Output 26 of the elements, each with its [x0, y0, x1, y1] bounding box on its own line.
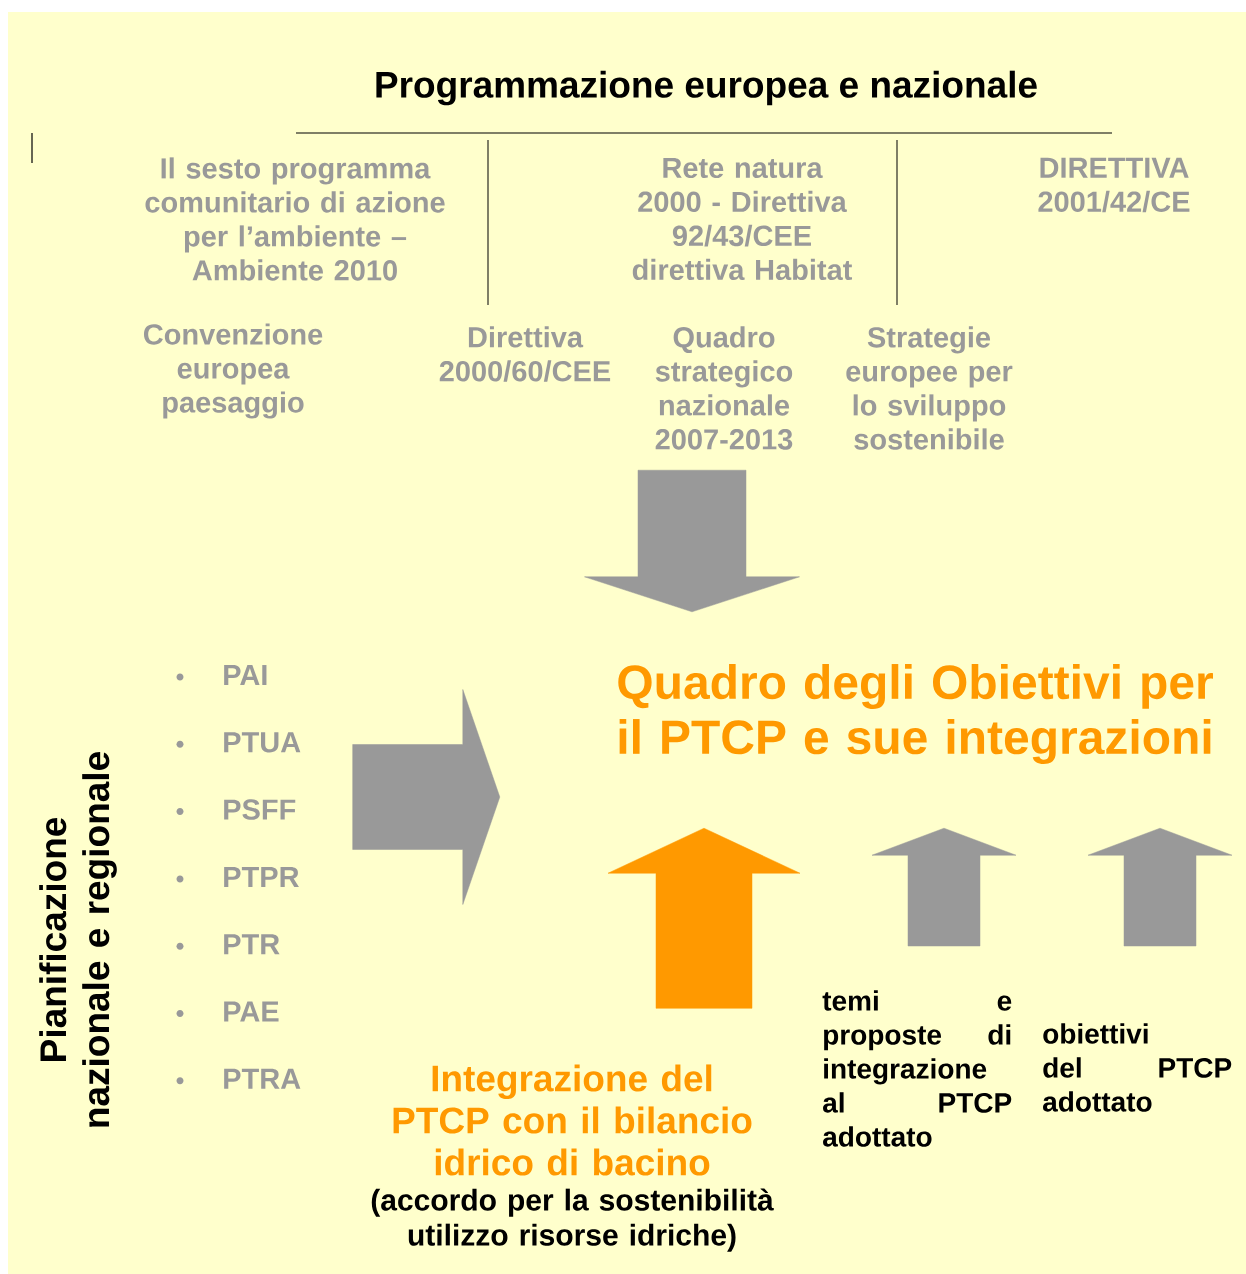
list-item: PTR — [176, 934, 280, 955]
program-label: Strategie europee per lo sviluppo sostenibile — [846, 326, 1013, 450]
block-arrow — [584, 469, 800, 613]
block-arrow — [1087, 827, 1233, 947]
input-text: obiettivi del PTCP adottato — [1043, 1023, 1232, 1112]
list-item: PTRA — [176, 1068, 301, 1089]
list-item: PTPR — [176, 866, 299, 887]
objective-title: Quadro degli Obiettivi per il PTCP e sue integrazioni — [618, 664, 1213, 764]
block-arrow — [607, 827, 801, 1009]
block-arrow — [871, 827, 1017, 947]
input-text: temi e proposte di integrazione al PTCP adottato — [822, 990, 1012, 1147]
integration-title: Integrazione del PTCP con il bilancio idrico di bacino — [393, 1064, 752, 1176]
program-label: Rete natura 2000 - Direttiva 92/43/CEE direttiva Habitat — [632, 157, 852, 281]
program-label: Convenzione europea paesaggio — [143, 323, 323, 419]
block-arrow — [352, 689, 501, 905]
list-item: PTUA — [176, 732, 301, 753]
program-label: Quadro strategico nazionale 2007-2013 — [655, 326, 793, 450]
section-heading: Pianificazione nazionale e regionale — [39, 752, 117, 1127]
program-label: DIRETTIVA 2001/42/CE — [1038, 157, 1190, 213]
list-item: PSFF — [176, 799, 296, 820]
heading: Programmazione europea e nazionale — [376, 70, 1037, 106]
note-text: (accordo per la sostenibilità utilizzo risorse idriche) — [371, 1188, 774, 1252]
program-label: Il sesto programma comunitario di azione per l’ambiente – Ambiente 2010 — [145, 157, 445, 281]
list-item: PAE — [176, 1001, 279, 1022]
list-item: PAI — [176, 665, 267, 685]
program-label: Direttiva 2000/60/CEE — [439, 326, 611, 382]
